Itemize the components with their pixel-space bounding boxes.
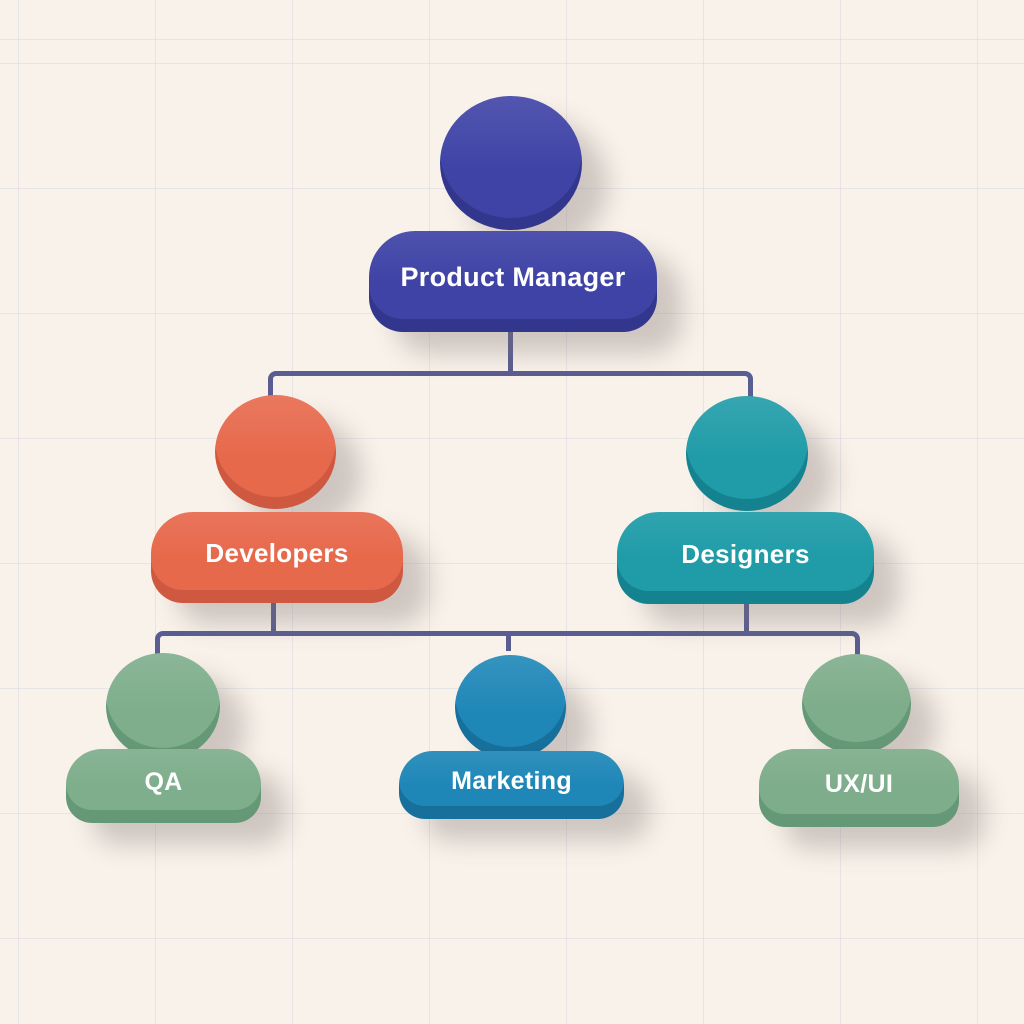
node-label: UX/UI [824,769,894,798]
node-card: Product Manager [369,231,657,332]
connector-designers-stub [744,601,749,636]
person-head-icon [106,653,220,760]
node-card: Marketing [399,751,624,819]
node-card: UX/UI [759,749,959,827]
connector-level3-bus [155,631,860,657]
connector-level2-bus [268,371,753,399]
node-label: Marketing [451,766,572,795]
node-card: QA [66,749,261,823]
person-head-icon [440,96,582,230]
node-card: Developers [151,512,403,603]
person-head-icon [215,395,336,509]
connector-developers-stub [271,600,276,636]
connector-marketing-drop [506,634,511,651]
connector-product-manager-stub [508,330,513,374]
person-head-icon [686,396,808,511]
person-head-icon [802,654,911,754]
node-label: Designers [681,538,810,569]
node-label: Product Manager [400,262,626,292]
node-label: Developers [205,538,349,568]
node-label: QA [144,767,183,796]
node-card: Designers [617,512,874,604]
person-head-icon [455,655,566,759]
